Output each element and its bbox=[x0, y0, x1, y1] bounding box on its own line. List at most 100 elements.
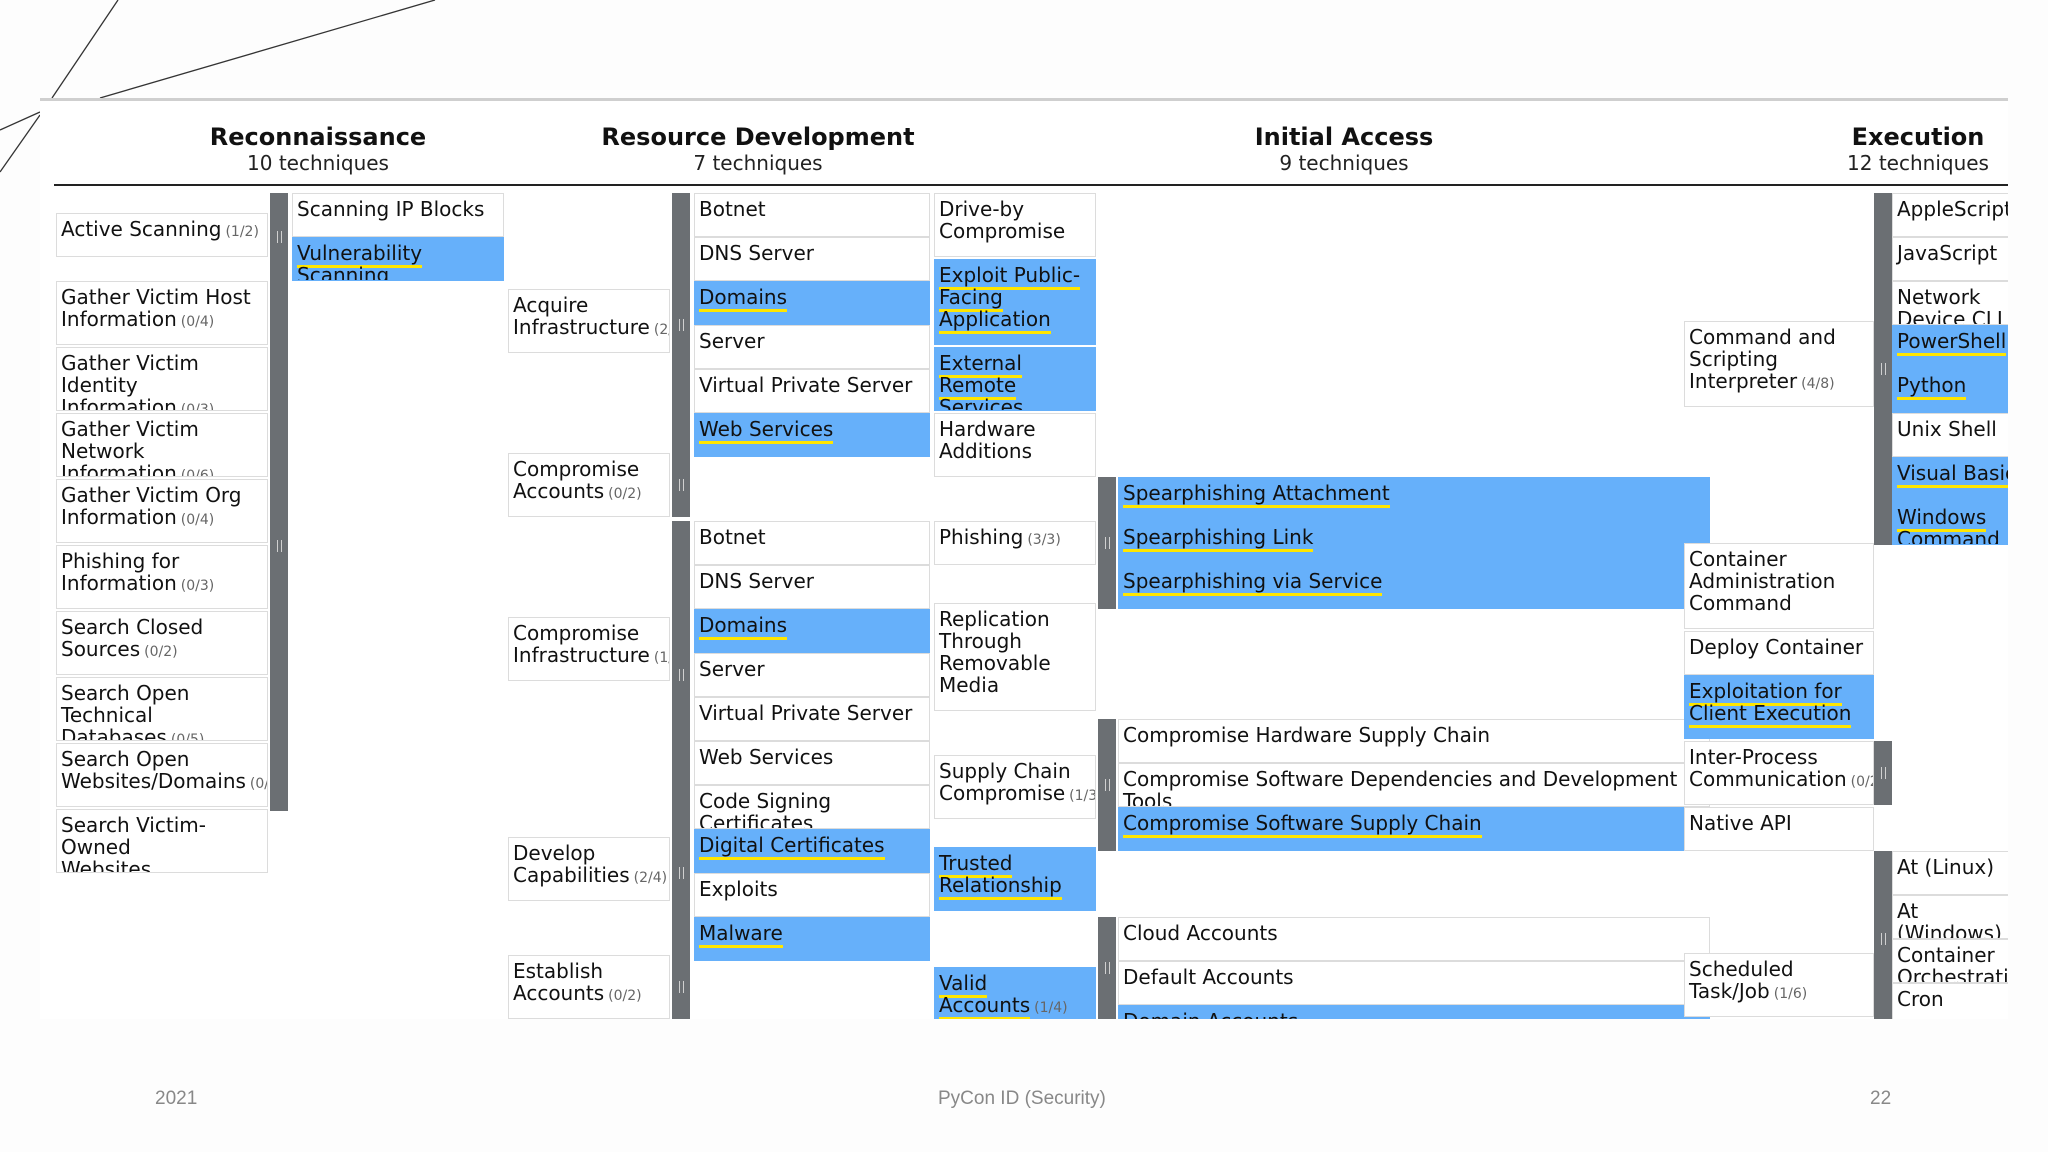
technique-cell[interactable]: Gather Victim Identity Information(0/3) bbox=[56, 347, 268, 411]
technique-cell[interactable]: Establish Accounts(0/2) bbox=[508, 955, 670, 1019]
tactic-header[interactable]: Reconnaissance 10 techniques bbox=[158, 123, 478, 175]
technique-cell[interactable]: Phishing for Information(0/3) bbox=[56, 545, 268, 609]
expand-handle[interactable] bbox=[1098, 477, 1116, 609]
technique-cell[interactable]: Phishing(3/3) bbox=[934, 521, 1096, 565]
technique-cell[interactable]: Visual Basic bbox=[1892, 457, 2008, 501]
subtechnique-count: (0/3) bbox=[180, 578, 215, 594]
expand-handle[interactable] bbox=[1098, 719, 1116, 851]
expand-handle[interactable] bbox=[672, 521, 690, 829]
technique-cell[interactable]: Python bbox=[1892, 369, 2008, 413]
technique-cell[interactable]: Command and Scripting Interpreter(4/8) bbox=[1684, 321, 1874, 407]
technique-cell[interactable]: Virtual Private Server bbox=[694, 697, 930, 741]
technique-cell[interactable]: Code Signing Certificates bbox=[694, 785, 930, 829]
technique-cell[interactable]: Trusted Relationship bbox=[934, 847, 1096, 911]
technique-name: Acquire Infrastructure bbox=[513, 293, 650, 339]
technique-cell[interactable]: Virtual Private Server bbox=[694, 369, 930, 413]
technique-cell[interactable]: Active Scanning(1/2) bbox=[56, 213, 268, 257]
technique-cell[interactable]: Drive-by Compromise bbox=[934, 193, 1096, 257]
technique-cell[interactable]: Valid Accounts(1/4) bbox=[934, 967, 1096, 1019]
technique-cell[interactable]: Gather Victim Org Information(0/4) bbox=[56, 479, 268, 543]
technique-name: Cloud Accounts bbox=[1123, 921, 1278, 945]
subtechnique-count: (0/3) bbox=[180, 402, 215, 411]
technique-cell[interactable]: At (Linux) bbox=[1892, 851, 2008, 895]
technique-cell[interactable]: Replication Through Removable Media bbox=[934, 603, 1096, 711]
technique-cell[interactable]: Digital Certificates bbox=[694, 829, 930, 873]
technique-cell[interactable]: Inter-Process Communication(0/2) bbox=[1684, 741, 1874, 805]
technique-cell[interactable]: Network Device CLI bbox=[1892, 281, 2008, 325]
technique-cell[interactable]: Native API bbox=[1684, 807, 1874, 851]
technique-cell[interactable]: Gather Victim Host Information(0/4) bbox=[56, 281, 268, 345]
technique-cell[interactable]: Search Closed Sources(0/2) bbox=[56, 611, 268, 675]
technique-cell[interactable]: Botnet bbox=[694, 521, 930, 565]
technique-cell[interactable]: Container Administration Command bbox=[1684, 543, 1874, 629]
technique-cell[interactable]: Supply Chain Compromise(1/3) bbox=[934, 755, 1096, 819]
technique-cell[interactable]: Domains bbox=[694, 609, 930, 653]
technique-cell[interactable]: Search Open Websites/Domains(0/2) bbox=[56, 743, 268, 807]
technique-cell[interactable]: Cloud Accounts bbox=[1118, 917, 1710, 961]
technique-cell[interactable]: Domain Accounts bbox=[1118, 1005, 1710, 1019]
technique-cell[interactable]: Windows Command Shell bbox=[1892, 501, 2008, 545]
technique-cell[interactable]: Hardware Additions bbox=[934, 413, 1096, 477]
technique-cell[interactable]: Scheduled Task/Job(1/6) bbox=[1684, 953, 1874, 1017]
technique-cell[interactable]: PowerShell bbox=[1892, 325, 2008, 369]
technique-cell[interactable]: Gather Victim Network Information(0/6) bbox=[56, 413, 268, 477]
tactic-header[interactable]: Execution 12 techniques bbox=[1818, 123, 2008, 175]
technique-cell[interactable]: Unix Shell bbox=[1892, 413, 2008, 457]
technique-cell[interactable]: Spearphishing Attachment bbox=[1118, 477, 1710, 521]
tactic-name: Initial Access bbox=[1254, 123, 1434, 151]
technique-name: Compromise Infrastructure bbox=[513, 621, 650, 667]
technique-cell[interactable]: Search Victim-Owned Websites bbox=[56, 809, 268, 873]
technique-cell[interactable]: Deploy Container bbox=[1684, 631, 1874, 675]
technique-cell[interactable]: Web Services bbox=[694, 741, 930, 785]
technique-cell[interactable]: Compromise Accounts(0/2) bbox=[508, 453, 670, 517]
technique-cell[interactable]: Scanning IP Blocks bbox=[292, 193, 504, 237]
technique-cell[interactable]: Malware bbox=[694, 917, 930, 961]
technique-cell[interactable]: AppleScript bbox=[1892, 193, 2008, 237]
technique-cell[interactable]: Botnet bbox=[694, 193, 930, 237]
technique-cell[interactable]: Default Accounts bbox=[1118, 961, 1710, 1005]
expand-handle[interactable] bbox=[1098, 917, 1116, 1019]
subtechnique-count: (1/6) bbox=[1773, 986, 1808, 1002]
technique-cell[interactable]: Compromise Infrastructure(1/6) bbox=[508, 617, 670, 681]
technique-cell[interactable]: Spearphishing via Service bbox=[1118, 565, 1710, 609]
expand-handle[interactable] bbox=[270, 193, 288, 281]
technique-cell[interactable]: Acquire Infrastructure(2/6) bbox=[508, 289, 670, 353]
expand-handle[interactable] bbox=[672, 453, 690, 517]
technique-cell[interactable]: Server bbox=[694, 325, 930, 369]
technique-cell[interactable]: Container Orchestration Job bbox=[1892, 939, 2008, 983]
technique-cell[interactable]: At (Windows) bbox=[1892, 895, 2008, 939]
footer-event: PyCon ID (Security) bbox=[938, 1088, 1106, 1109]
technique-cell[interactable]: Cron bbox=[1892, 983, 2008, 1019]
expand-handle[interactable] bbox=[1874, 851, 1892, 1019]
technique-cell[interactable]: Search Open Technical Databases(0/5) bbox=[56, 677, 268, 741]
technique-cell[interactable]: Compromise Hardware Supply Chain bbox=[1118, 719, 1710, 763]
expand-handle[interactable] bbox=[672, 785, 690, 961]
expand-handle[interactable] bbox=[1874, 193, 1892, 545]
technique-cell[interactable]: Compromise Software Dependencies and Dev… bbox=[1118, 763, 1710, 807]
technique-cell[interactable]: External Remote Services bbox=[934, 347, 1096, 411]
technique-cell[interactable]: Server bbox=[694, 653, 930, 697]
technique-cell[interactable]: Exploits bbox=[694, 873, 930, 917]
tactic-header[interactable]: Resource Development 7 techniques bbox=[558, 123, 958, 175]
subtechnique-count: (4/8) bbox=[1801, 376, 1835, 392]
tactic-header[interactable]: Initial Access 9 techniques bbox=[1184, 123, 1504, 175]
attack-matrix: Reconnaissance 10 techniques Resource De… bbox=[40, 98, 2008, 1019]
technique-name: Server bbox=[699, 657, 765, 681]
technique-cell[interactable]: Exploitation for Client Execution bbox=[1684, 675, 1874, 739]
technique-name: Virtual Private Server bbox=[699, 373, 913, 397]
technique-cell[interactable]: Exploit Public- Facing Application bbox=[934, 259, 1096, 345]
expand-handle[interactable] bbox=[270, 281, 288, 811]
technique-cell[interactable]: Spearphishing Link bbox=[1118, 521, 1710, 565]
technique-cell[interactable]: DNS Server bbox=[694, 237, 930, 281]
technique-cell[interactable]: Domains bbox=[694, 281, 930, 325]
technique-cell[interactable]: Develop Capabilities(2/4) bbox=[508, 837, 670, 901]
technique-cell[interactable]: Vulnerability Scanning bbox=[292, 237, 504, 281]
technique-cell[interactable]: Web Services bbox=[694, 413, 930, 457]
expand-handle[interactable] bbox=[672, 193, 690, 457]
technique-cell[interactable]: JavaScript bbox=[1892, 237, 2008, 281]
expand-handle[interactable] bbox=[672, 955, 690, 1019]
technique-cell[interactable]: DNS Server bbox=[694, 565, 930, 609]
technique-cell[interactable]: Compromise Software Supply Chain bbox=[1118, 807, 1710, 851]
technique-name: Command and Scripting Interpreter bbox=[1689, 325, 1836, 393]
expand-handle[interactable] bbox=[1874, 741, 1892, 805]
